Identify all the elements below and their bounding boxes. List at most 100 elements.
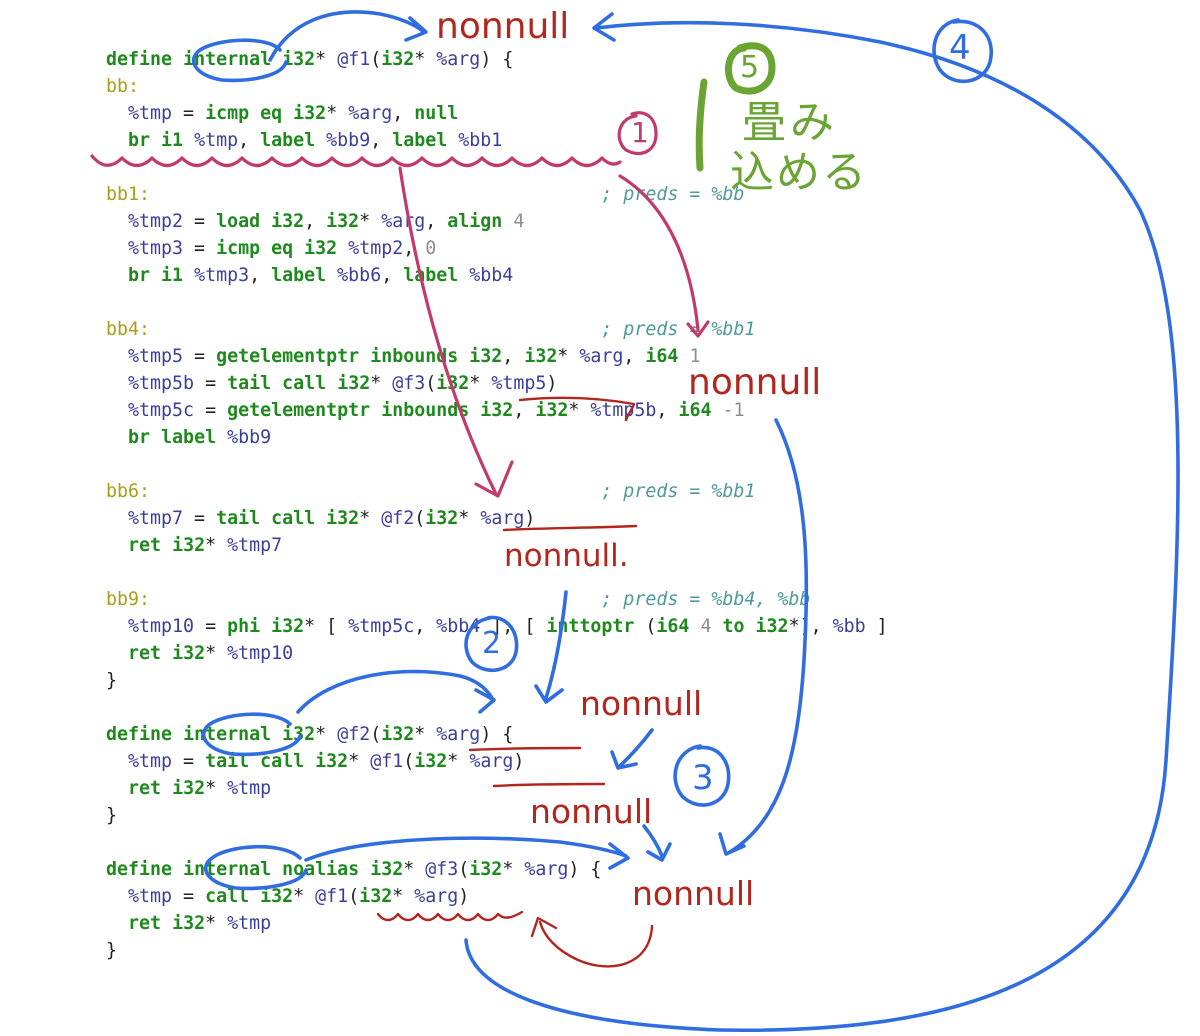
code-line: bb4: ; preds = %bb1 xyxy=(106,316,888,343)
code-token-kw: getelementptr xyxy=(227,400,371,421)
code-token-pun: * xyxy=(326,103,349,124)
code-token-pun: ) { xyxy=(480,724,514,745)
code-token-kw: ret xyxy=(128,778,162,799)
code-token-kw: i32 xyxy=(326,508,360,529)
code-token-pun: * xyxy=(414,724,437,745)
code-token-kw: ret xyxy=(128,643,162,664)
code-line: ret i32* %tmp10 xyxy=(106,640,888,667)
code-token-var: %bb9 xyxy=(227,427,272,448)
code-line: } xyxy=(106,667,888,694)
arrowhead-to-bb6 xyxy=(474,460,514,498)
code-token-pun: = xyxy=(194,373,228,394)
code-token-lbl: bb1: xyxy=(106,184,151,205)
code-token-var: %tmp5b xyxy=(128,373,195,394)
curl-nonnull-to-f1-call xyxy=(538,920,654,968)
code-token-num: -1 xyxy=(722,400,745,421)
code-token-kw: align xyxy=(447,211,503,232)
circle-step-5 xyxy=(725,42,776,95)
code-token-pun: ) xyxy=(458,886,470,907)
code-token-cmt: ; preds = %bb4, %bb xyxy=(601,589,811,610)
code-token-kw: i32 xyxy=(414,751,448,772)
arrowhead-to-f1-call-arg xyxy=(610,750,638,770)
code-line: %tmp7 = tail call i32* @f2(i32* %arg) xyxy=(106,505,888,532)
green-ink-group xyxy=(695,42,776,172)
code-line: } xyxy=(106,802,888,829)
code-token-num: 4 xyxy=(700,616,712,637)
code-token-kw: i32 xyxy=(469,859,503,880)
code-token-pun: , xyxy=(623,346,646,367)
code-token-pun: * xyxy=(414,49,437,70)
code-line: } xyxy=(106,937,888,964)
code-token-pun: * xyxy=(205,535,228,556)
code-token-var: @f2 xyxy=(337,724,371,745)
squiggle-f1-call-in-f3 xyxy=(376,910,524,922)
nonnull-label-f3-arg: nonnull xyxy=(688,362,822,403)
step-4-number: 4 xyxy=(949,28,971,68)
code-token-kw: internal xyxy=(183,49,272,70)
code-token-kw: label xyxy=(271,265,327,286)
code-line: %tmp = icmp eq i32* %arg, null xyxy=(106,100,888,127)
code-token-var: %arg xyxy=(348,103,393,124)
code-token-kw: i32 xyxy=(436,373,470,394)
code-token-lbl: bb6: xyxy=(106,481,151,502)
code-token-kw: i32 xyxy=(535,400,569,421)
step-3-number: 3 xyxy=(692,758,714,798)
code-token-pun: } xyxy=(106,670,118,691)
code-token-pun: = xyxy=(194,616,228,637)
code-token-pun: ( xyxy=(458,859,470,880)
code-token-pun: , xyxy=(513,400,536,421)
arrowhead-to-f3-arg-small xyxy=(646,842,672,862)
code-token-var: %tmp5c xyxy=(128,400,195,421)
code-token-var: @f1 xyxy=(315,886,349,907)
code-token-pun: , xyxy=(370,130,393,151)
code-token-kw: i32 xyxy=(271,616,305,637)
code-line: define internal i32* @f1(i32* %arg) { xyxy=(106,46,888,73)
code-token-pun: * xyxy=(469,373,492,394)
code-token-var: %arg xyxy=(469,751,514,772)
code-token-var: @f2 xyxy=(381,508,415,529)
step-5-text-line2: 込める xyxy=(730,147,868,198)
code-token-kw: i32 xyxy=(381,49,415,70)
code-token-kw: i64 xyxy=(678,400,712,421)
code-token-var: @f3 xyxy=(425,859,459,880)
code-line: ret i32* %tmp7 xyxy=(106,532,888,559)
nonnull-label-f2-arg: nonnull. xyxy=(504,538,629,574)
circle-internal-f2 xyxy=(202,712,302,757)
arrowhead-internal-f1-to-nonnull xyxy=(404,16,428,42)
code-token-kw: inttoptr xyxy=(546,616,635,637)
code-token-var: %arg xyxy=(579,346,624,367)
code-token-kw: i32 xyxy=(524,346,558,367)
code-token-var: @f3 xyxy=(392,373,426,394)
code-line: br i1 %tmp3, label %bb6, label %bb4 xyxy=(106,262,888,289)
code-token-var: %tmp7 xyxy=(128,508,184,529)
code-token-kw: i32 xyxy=(271,211,305,232)
code-token-kw: i32 xyxy=(282,49,316,70)
code-token-var: %bb9 xyxy=(326,130,371,151)
code-token-pun: * xyxy=(502,859,525,880)
code-token-var: %bb1 xyxy=(458,130,503,151)
code-token-pun: * xyxy=(392,886,415,907)
code-token-kw: icmp xyxy=(216,238,261,259)
step-5-text-line1: 畳み xyxy=(742,97,838,148)
code-token-var: %tmp7 xyxy=(227,535,283,556)
code-token-kw: br xyxy=(128,130,151,151)
code-token-pun: , xyxy=(249,265,272,286)
red-ink-group xyxy=(376,396,654,968)
code-token-var: %arg xyxy=(480,508,525,529)
arrow-f3-ret-to-f1-nonnull xyxy=(464,20,1180,1033)
code-token-pun: * [ xyxy=(304,616,349,637)
code-token-pun: * xyxy=(205,643,228,664)
code-token-var: %tmp xyxy=(227,778,272,799)
code-token-var: %arg xyxy=(414,886,459,907)
code-token-var: %arg xyxy=(524,859,569,880)
code-token-var: %arg xyxy=(436,49,481,70)
code-token-kw: eq xyxy=(271,238,294,259)
code-token-pun: ( xyxy=(425,373,437,394)
circle-step-1 xyxy=(617,111,658,156)
code-line: %tmp10 = phi i32* [ %tmp5c, %bb4 ], [ in… xyxy=(106,613,888,640)
code-token-kw: tail xyxy=(205,751,250,772)
code-token-var: %tmp2 xyxy=(128,211,184,232)
code-token-pun: , xyxy=(381,265,404,286)
code-token-pun: * xyxy=(359,211,382,232)
code-token-pun: ( xyxy=(370,724,382,745)
